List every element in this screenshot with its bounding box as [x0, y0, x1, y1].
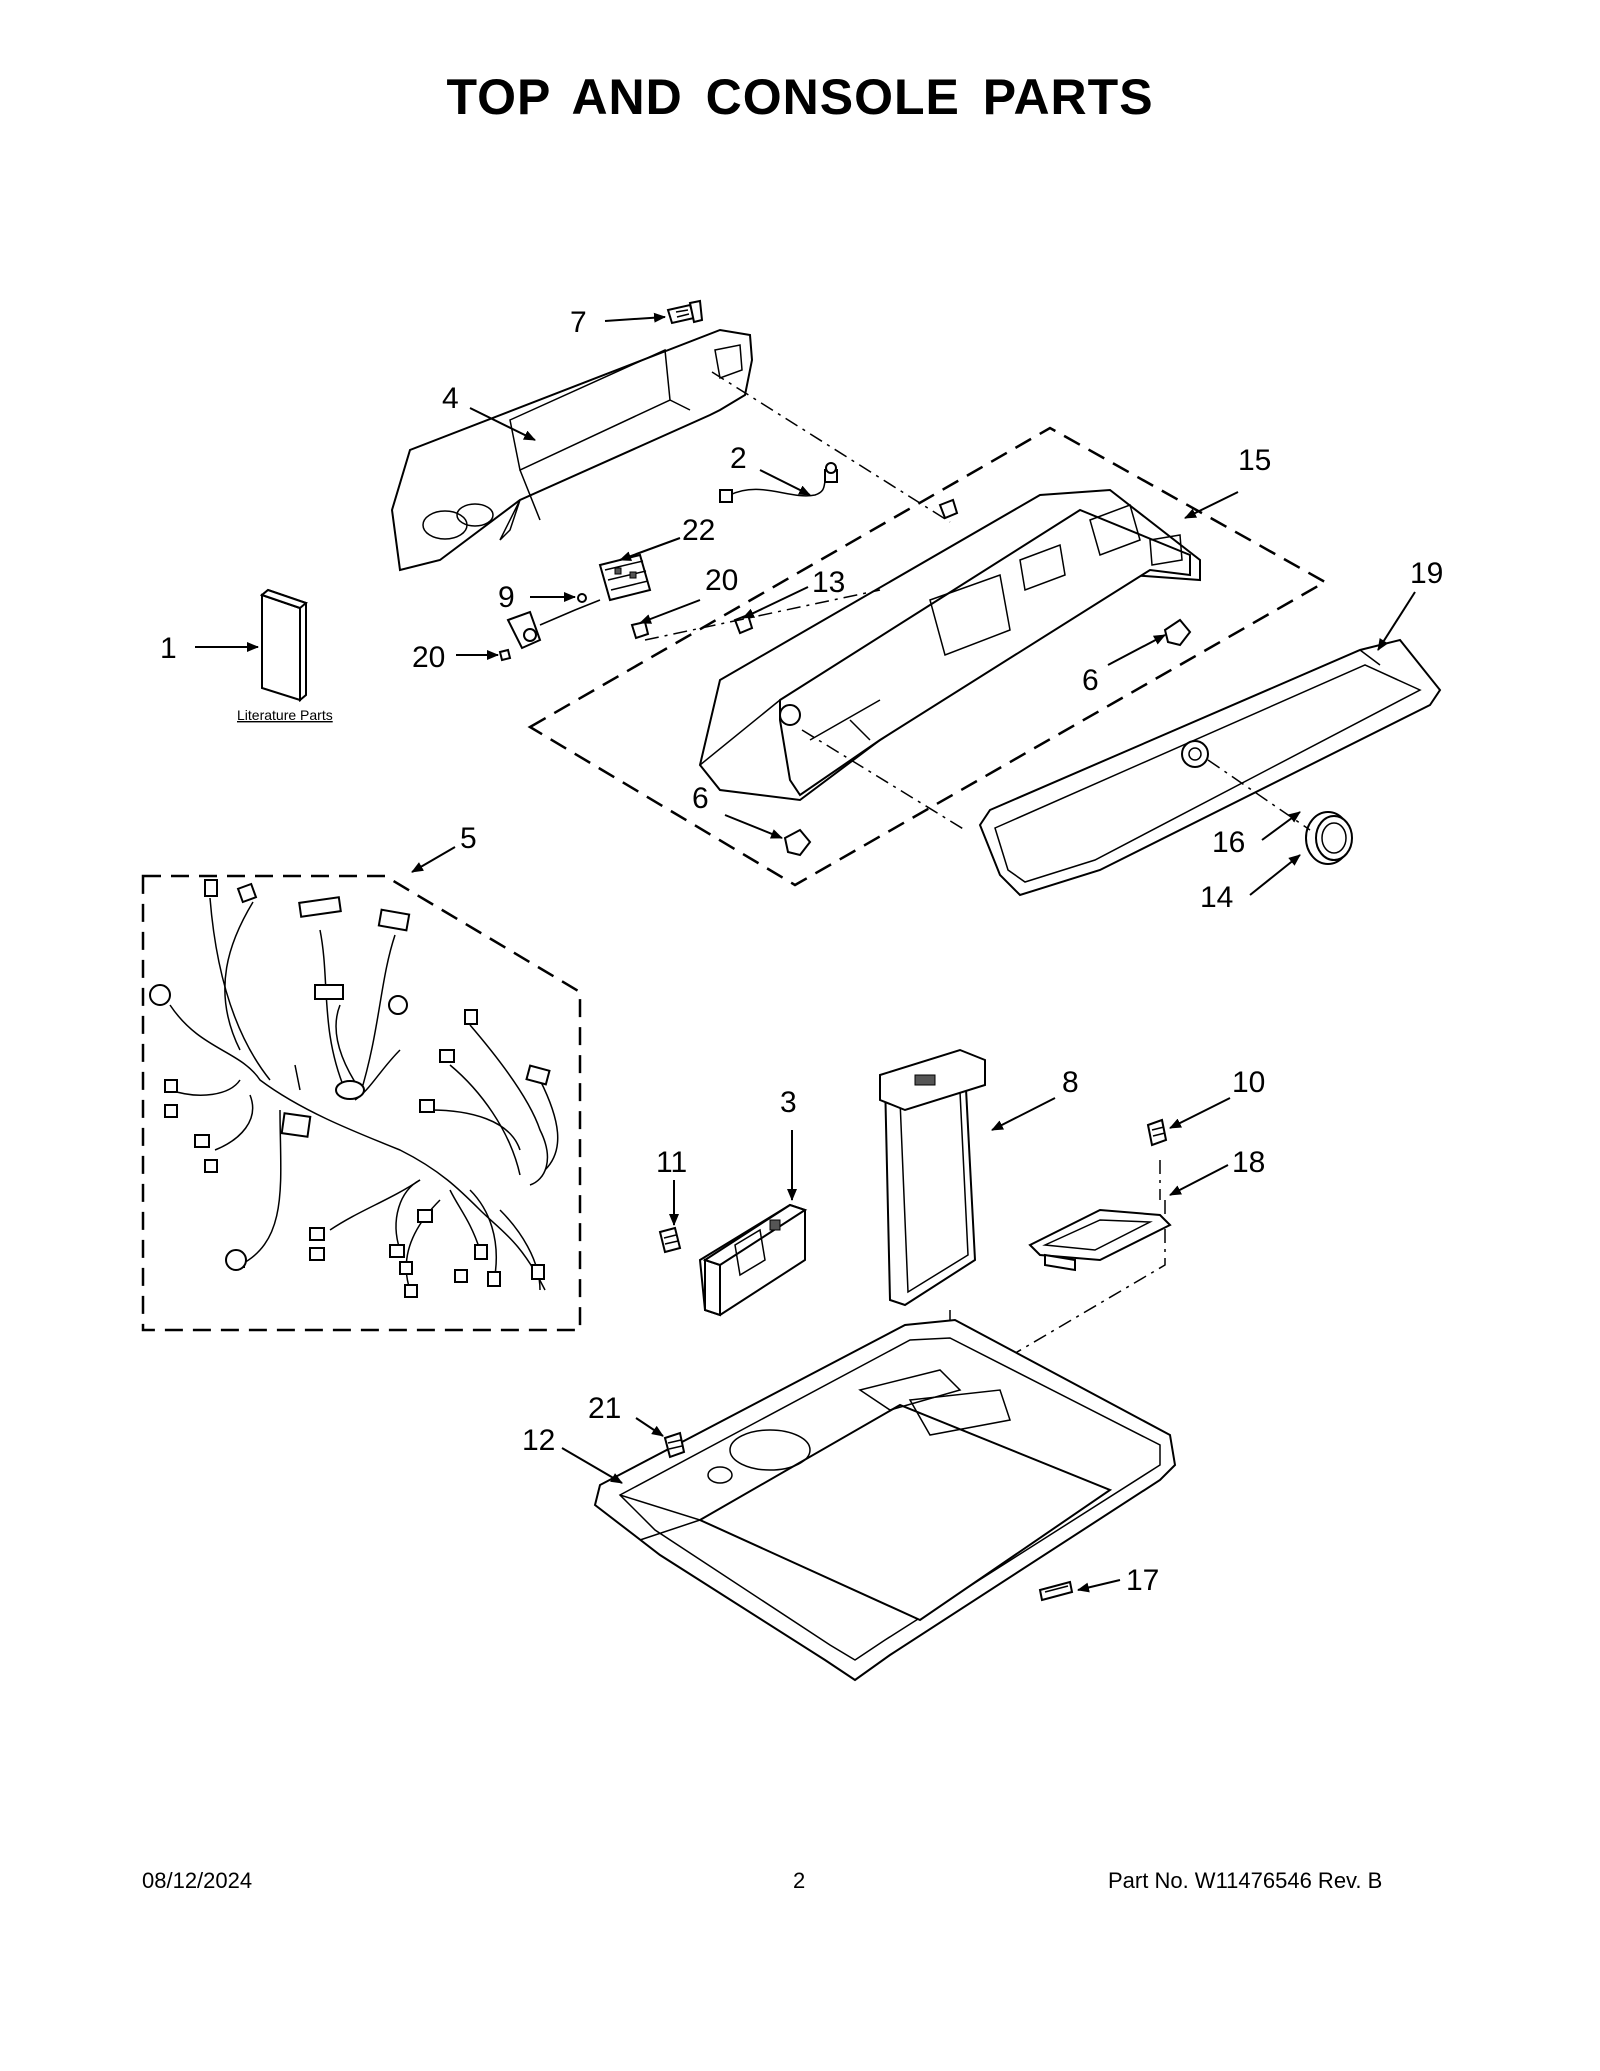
- main-wire-harness-5: [149, 879, 559, 1298]
- callout-16: 16: [1212, 826, 1245, 859]
- console-front-panel-19: [978, 638, 1442, 897]
- callout-13: 13: [812, 566, 845, 599]
- callout-leaders: [195, 312, 1416, 1593]
- screw-20-a: [630, 620, 650, 640]
- screw-21: [663, 1431, 686, 1459]
- page-title: TOP AND CONSOLE PARTS: [446, 69, 1154, 125]
- console-rear-panel: [390, 328, 754, 572]
- callout-15: 15: [1238, 444, 1271, 477]
- callout-22: 22: [682, 514, 715, 547]
- callout-3: 3: [780, 1086, 797, 1119]
- top-panel-12: [593, 1318, 1177, 1682]
- callout-2: 2: [730, 442, 747, 475]
- callout-7: 7: [570, 306, 587, 339]
- control-module-3: [698, 1203, 808, 1317]
- badge-17: [1038, 1580, 1074, 1602]
- console-dashed-boundary: [527, 426, 1328, 887]
- callout-10: 10: [1232, 1066, 1265, 1099]
- callout-5: 5: [460, 822, 477, 855]
- screw-7: [666, 299, 704, 325]
- callout-labels: 1 2 3 4 5 6 6 7 8 9 10 11 12 13 14 15 16…: [160, 306, 1443, 1597]
- callout-17: 17: [1126, 1564, 1159, 1597]
- lint-filter-8: [879, 1048, 986, 1307]
- callout-20-lower: 20: [412, 641, 445, 674]
- literature-part: [259, 588, 309, 703]
- callout-21: 21: [588, 1392, 621, 1425]
- footer-date: 08/12/2024: [142, 1868, 253, 1893]
- callout-9: 9: [498, 581, 515, 614]
- callout-20-upper: 20: [705, 564, 738, 597]
- callout-18: 18: [1232, 1146, 1265, 1179]
- screw-20-b: [498, 648, 512, 662]
- callout-19: 19: [1410, 557, 1443, 590]
- knob-14: [1305, 811, 1353, 865]
- screw-11: [658, 1226, 682, 1254]
- callout-12: 12: [522, 1424, 555, 1457]
- clip-6-b: [783, 828, 812, 857]
- literature-parts-label: Literature Parts: [237, 707, 333, 723]
- screw-10: [1146, 1118, 1168, 1147]
- clip-6-a: [1163, 618, 1192, 647]
- callout-14: 14: [1200, 881, 1233, 914]
- console-frame-15: [698, 488, 1201, 802]
- callout-1: 1: [160, 632, 177, 665]
- control-board-22: [598, 553, 652, 602]
- callout-6-right: 6: [1082, 664, 1099, 697]
- harness-dashed-boundary: [141, 874, 582, 1332]
- callout-8: 8: [1062, 1066, 1079, 1099]
- footer-page-number: 2: [793, 1868, 806, 1893]
- knob-stem-16: [1181, 740, 1209, 768]
- filter-housing-18: [1028, 1208, 1172, 1272]
- callout-11: 11: [656, 1146, 687, 1179]
- harness-connector-2: [719, 462, 838, 503]
- callout-6-left: 6: [692, 782, 709, 815]
- switch-9: [506, 593, 601, 650]
- callout-4: 4: [442, 382, 459, 415]
- footer-part-number: Part No. W11476546 Rev. B: [1108, 1868, 1383, 1893]
